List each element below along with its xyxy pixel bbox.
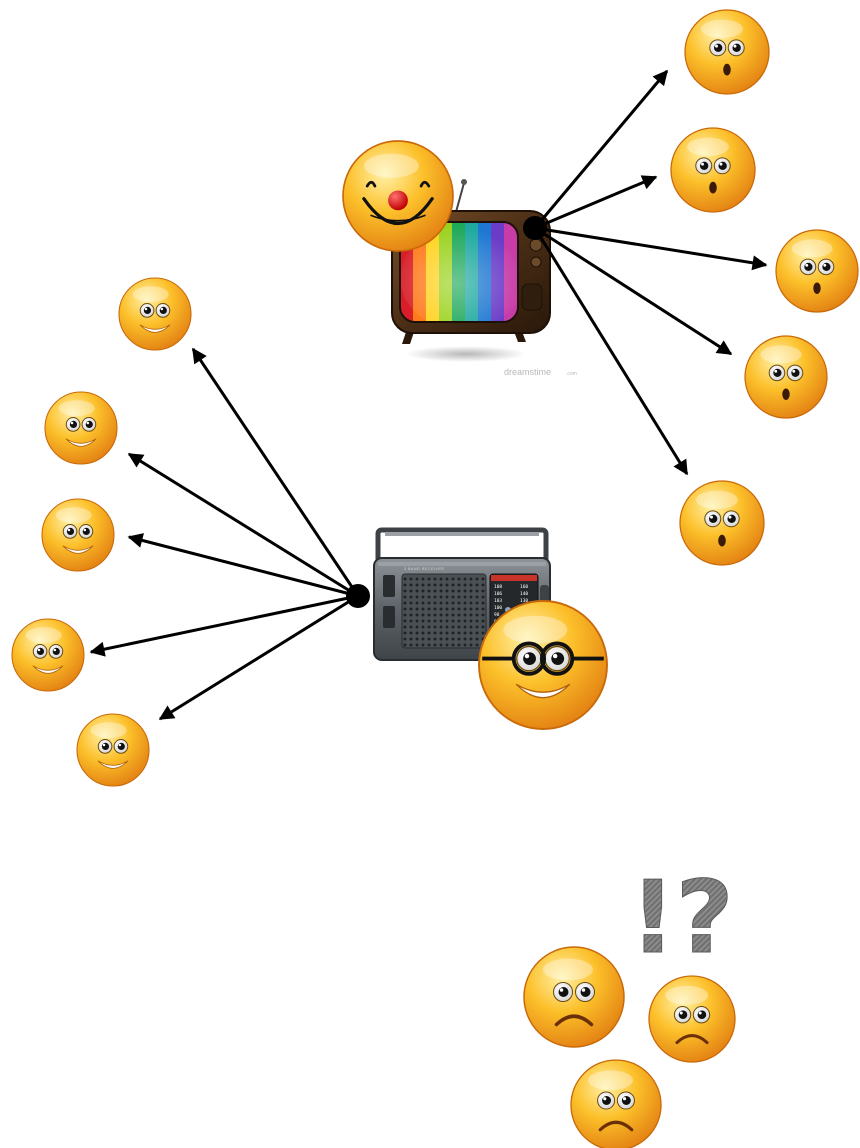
radio-dial-number: 106 bbox=[494, 591, 502, 597]
tv-arrow-4 bbox=[534, 226, 733, 356]
radio-arrow-5 bbox=[158, 594, 359, 721]
radio-dial-number: 103 bbox=[494, 598, 502, 604]
smiling-smiley-icon bbox=[76, 713, 150, 787]
radio-arrow-2 bbox=[127, 452, 359, 598]
tv-hub-dot bbox=[523, 216, 547, 240]
radio-dial-number: 100 bbox=[494, 605, 502, 611]
smiling-smiley-icon bbox=[41, 498, 115, 572]
radio-arrow-3 bbox=[127, 533, 359, 598]
surprised-smiley-icon bbox=[670, 127, 756, 213]
surprised-smiley-icon bbox=[744, 335, 828, 419]
tv-arrow-3 bbox=[534, 226, 768, 271]
radio-dial-number: 130 bbox=[520, 598, 528, 604]
radio-brand-text: 3 BAND RECEIVER bbox=[404, 567, 445, 571]
sad-smiley-icon bbox=[648, 975, 736, 1063]
radio-dial-number: 108 bbox=[494, 584, 502, 590]
smiling-smiley-icon bbox=[44, 391, 118, 465]
surprised-smiley-icon bbox=[684, 9, 770, 95]
watermark-suffix: .com bbox=[566, 371, 577, 377]
radio-broadcast-arrows bbox=[89, 347, 370, 721]
sad-smiley-icon bbox=[523, 946, 625, 1048]
sad-smiley-icon bbox=[570, 1059, 662, 1148]
tv-broadcast-arrows bbox=[523, 69, 768, 476]
tv-arrow-5 bbox=[533, 227, 689, 476]
confusion-symbols: !? bbox=[630, 859, 734, 976]
surprised-smiley-icon bbox=[679, 480, 765, 566]
watermark-text: dreamstime bbox=[504, 367, 551, 377]
smiley-layer bbox=[11, 9, 859, 1148]
surprised-smiley-icon bbox=[775, 229, 859, 313]
tv-arrow-2 bbox=[534, 175, 658, 230]
radio-hub-dot bbox=[346, 584, 370, 608]
radio-arrow-4 bbox=[89, 594, 359, 657]
clown-smiley-icon bbox=[342, 140, 454, 252]
smiling-smiley-icon bbox=[11, 618, 85, 692]
nerd-glasses-smiley-icon bbox=[478, 600, 608, 730]
radio-dial-number: 160 bbox=[520, 584, 528, 590]
radio-dial-number: 98 bbox=[494, 612, 500, 618]
tv-arrow-1 bbox=[533, 69, 669, 229]
smiling-smiley-icon bbox=[118, 277, 192, 351]
radio-arrow-1 bbox=[191, 347, 360, 597]
radio-dial-number: 140 bbox=[520, 591, 528, 597]
